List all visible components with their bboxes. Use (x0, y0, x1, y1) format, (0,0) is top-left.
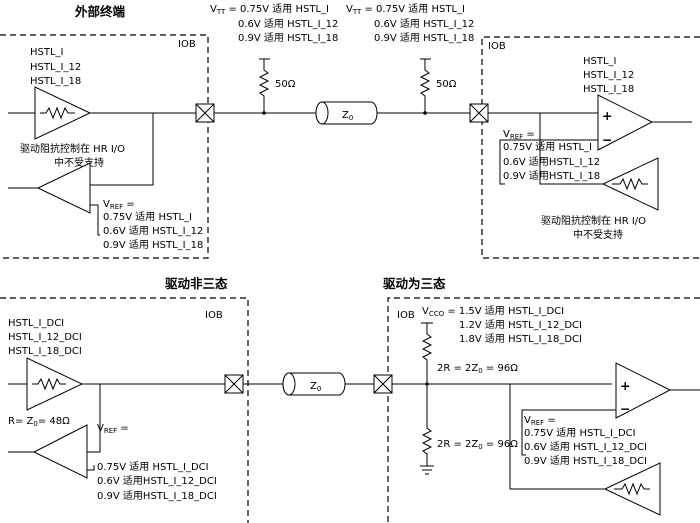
bottom-left-vref-label: VREF = (97, 423, 129, 435)
top-title: 外部终端 (74, 4, 126, 19)
top-right-standard-0: HSTL_I (583, 56, 617, 67)
top-vtt-left-1: 0.6V 适用 HSTL_I_12 (238, 18, 338, 30)
top-right-driver-note-0: 驱动阻抗控制在 HR I/O (541, 214, 646, 227)
bottom-right-plus: + (620, 378, 630, 393)
top-left-vref-line-2: 0.9V 适用 HSTL_I_18 (103, 239, 203, 251)
bottom-left-standard-0: HSTL_I_DCI (8, 318, 64, 329)
top-right-vref-wire (499, 139, 598, 185)
bottom-right-receiver (615, 362, 672, 419)
top-left-iob-box (0, 34, 209, 259)
top-right-driver-resistor-icon (612, 177, 648, 191)
bottom-left-iob-label: IOB (205, 310, 223, 321)
bottom-title-left: 驱动非三态 (165, 276, 228, 291)
bottom-left-vref-wire (87, 465, 95, 471)
bottom-vcco-1: 1.2V 适用 HSTL_I_12_DCI (459, 319, 582, 331)
bottom-right-vref-wire (521, 409, 616, 456)
bottom-right-iob-box (387, 297, 700, 523)
top-right-standard-1: HSTL_I_12 (583, 70, 634, 81)
bottom-left-standard-2: HSTL_I_18_DCI (8, 346, 82, 357)
bottom-vcco-0: VCCO = 1.5V 适用 HSTL_I_DCI (422, 305, 564, 318)
bottom-right-vref-line-0: 0.75V 适用 HSTL_I_DCI (524, 427, 636, 439)
top-left-standard-1: HSTL_I_12 (30, 62, 81, 73)
top-right-vref-label: VREF = (503, 129, 535, 141)
top-right-iob-label: IOB (488, 41, 506, 52)
top-transmission-line-icon (315, 101, 378, 125)
top-left-vref-label: VREF = (103, 199, 135, 211)
bottom-left-vref-line-1: 0.6V 适用HSTL_I_12_DCI (97, 475, 217, 487)
top-right-standard-2: HSTL_I_18 (583, 84, 634, 95)
top-vtt-right-2: 0.9V 适用 HSTL_I_18 (374, 32, 474, 44)
bottom-left-standard-1: HSTL_I_12_DCI (8, 332, 82, 343)
top-right-res-label: 50Ω (436, 79, 457, 90)
bottom-right-minus: − (620, 401, 630, 416)
top-right-driver-note-1: 中不受支持 (573, 228, 623, 241)
top-left-standard-2: HSTL_I_18 (30, 76, 81, 87)
bottom-r-label: R= Z0= 48Ω (8, 416, 70, 428)
top-right-vref-line-1: 0.6V 适用HSTL_I_12 (503, 156, 600, 168)
top-vtt-left-2: 0.9V 适用 HSTL_I_18 (238, 32, 338, 44)
top-right-receiver (597, 94, 654, 151)
top-vtt-left-0: VTT = 0.75V 适用 HSTL_I (210, 3, 329, 16)
bottom-title-right: 驱动为三态 (383, 276, 446, 291)
top-vtt-right-0: VTT = 0.75V 适用 HSTL_I (346, 3, 465, 16)
top-right-vref-line-2: 0.9V 适用HSTL_I_18 (503, 170, 600, 182)
top-left-res-label: 50Ω (275, 79, 296, 90)
top-left-vref-line-1: 0.6V 适用 HSTL_I_12 (103, 225, 203, 237)
bottom-right-driver-resistor-icon (614, 482, 650, 496)
bottom-left-receiver-wire (87, 384, 101, 453)
top-right-plus: + (602, 108, 612, 123)
bottom-res-bottom-label: 2R = 2Z0 = 96Ω (437, 439, 518, 451)
top-left-driver-resistor-icon (40, 106, 75, 120)
top-left-vref-line-0: 0.75V 适用 HSTL_I (103, 211, 192, 223)
top-right-minus: − (602, 132, 612, 147)
top-right-driver (601, 157, 659, 211)
top-left-receiver-wire (90, 113, 154, 186)
bottom-left-vref-line-0: 0.75V 适用 HSTL_I_DCI (97, 461, 209, 473)
top-vtt-right-1: 0.6V 适用 HSTL_I_12 (374, 18, 474, 30)
bottom-res-top-icon (421, 323, 433, 384)
top-left-res-icon (258, 59, 270, 113)
top-section: 外部终端 IOB IOB HSTL_I HSTL_I_12 HSTL_I_18 … (0, 3, 700, 259)
top-z0-label: Z0 (342, 110, 353, 122)
bottom-transmission-line-icon (282, 372, 346, 396)
bottom-right-vref-line-1: 0.6V 适用 HSTL_I_12_DCI (524, 441, 647, 453)
top-right-driver-wire (539, 113, 603, 185)
bottom-res-bottom-icon (421, 384, 433, 466)
top-right-vref-line-0: 0.75V 适用 HSTL_I (503, 141, 592, 153)
top-left-vref-wire (90, 204, 100, 236)
bottom-left-driver-resistor-icon (32, 377, 66, 391)
bottom-left-receiver (32, 424, 88, 479)
bottom-right-vref-line-2: 0.9V 适用 HSTL_I_18_DCI (524, 455, 647, 467)
top-left-driver-note-0: 驱动阻抗控制在 HR I/O (20, 142, 125, 155)
bottom-right-vref-label: VREF = (524, 415, 556, 427)
ground-icon (420, 465, 434, 475)
top-left-iob-label: IOB (178, 39, 196, 50)
top-left-driver-note-1: 中不受支持 (54, 156, 104, 169)
top-right-res-icon (419, 59, 431, 113)
bottom-z0-label: Z0 (310, 381, 321, 393)
bottom-left-iob-box (0, 297, 249, 523)
bottom-right-iob-label: IOB (397, 310, 415, 321)
bottom-left-vref-line-2: 0.9V 适用HSTL_I_18_DCI (97, 490, 217, 502)
bottom-res-top-label: 2R = 2Z0 = 96Ω (437, 363, 518, 375)
bottom-right-driver (603, 462, 661, 516)
bottom-right-driver-wire (509, 384, 605, 490)
top-left-receiver (36, 162, 91, 214)
top-left-standard-0: HSTL_I (30, 47, 64, 58)
bottom-vcco-2: 1.8V 适用 HSTL_I_18_DCI (459, 333, 582, 345)
bottom-section: 驱动非三态 驱动为三态 IOB IOB HSTL_I_DCI HSTL_I_12… (0, 276, 700, 523)
